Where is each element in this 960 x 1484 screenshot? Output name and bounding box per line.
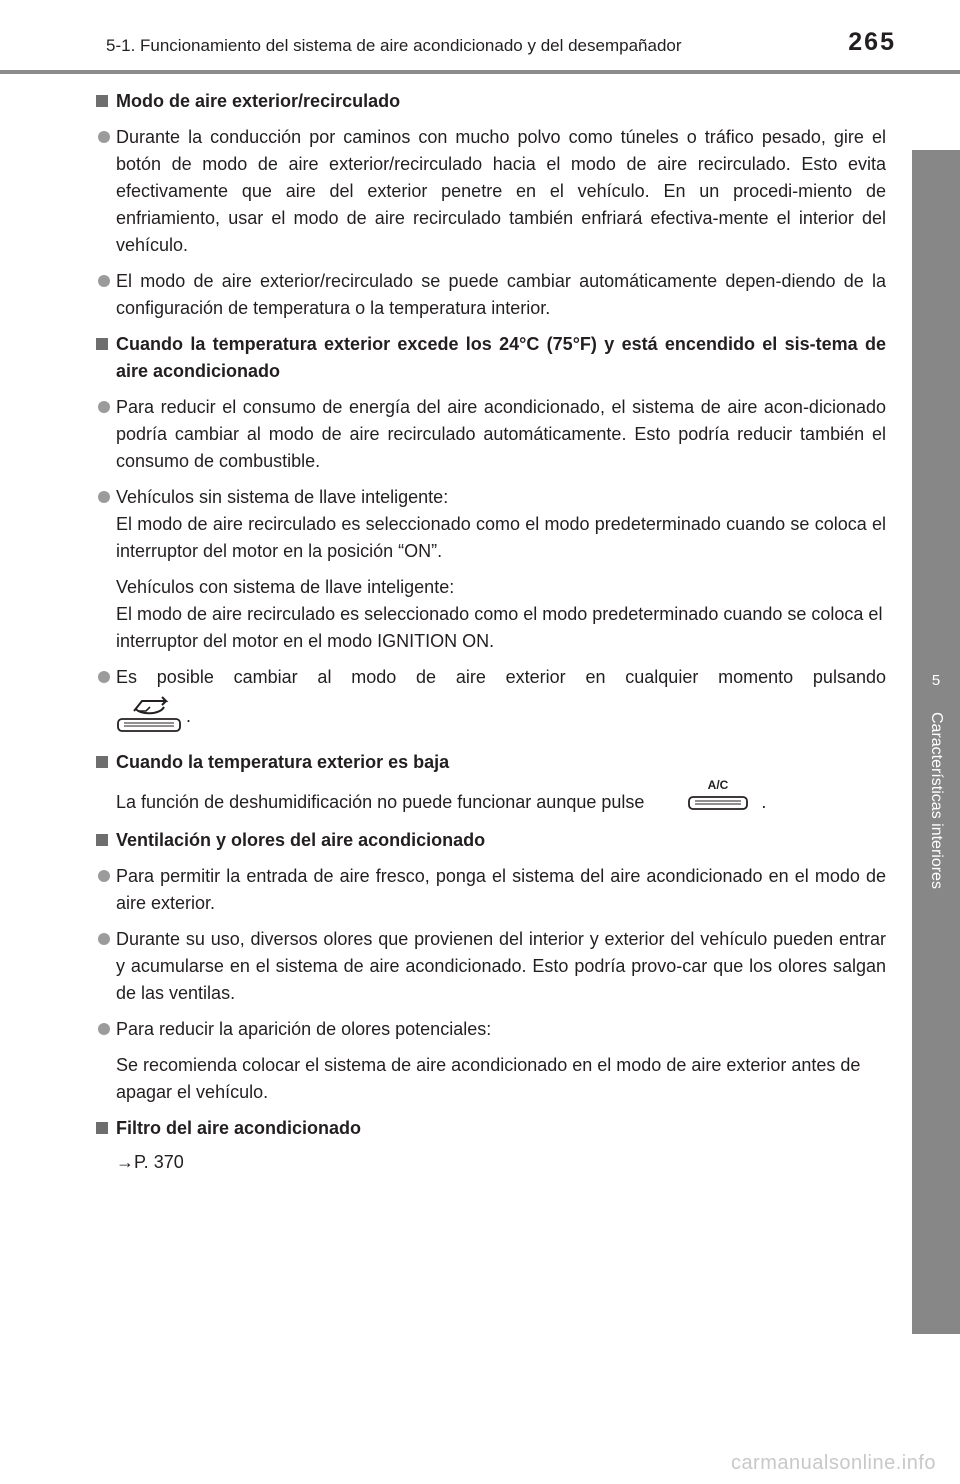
item-text: Es posible cambiar al modo de aire exter… xyxy=(116,667,886,687)
item-text: Para permitir la entrada de aire fresco,… xyxy=(116,866,886,913)
chapter-title: 5-1. Funcionamiento del sistema de aire … xyxy=(106,36,682,55)
section-title: Filtro del aire acondicionado xyxy=(116,1118,362,1138)
section-title: Modo de aire exterior/recirculado xyxy=(116,91,401,111)
item-text: Durante la conducción por caminos con mu… xyxy=(116,127,886,255)
list-item: El modo de aire exterior/recirculado se … xyxy=(96,268,886,322)
page-reference[interactable]: →P. 370 xyxy=(96,1149,886,1176)
page-content: Modo de aire exterior/recirculado Durant… xyxy=(96,88,886,1185)
recirculate-button-line: . xyxy=(96,691,886,743)
square-bullet-icon xyxy=(96,834,108,846)
recirculate-air-button-icon xyxy=(117,696,181,732)
square-bullet-icon xyxy=(96,1122,108,1134)
item-text: Para reducir la aparición de olores pote… xyxy=(116,1019,492,1039)
paragraph-text: Vehículos con sistema de llave inteligen… xyxy=(116,577,455,597)
paragraph: Vehículos con sistema de llave inteligen… xyxy=(96,574,886,655)
ac-button-icon: A/C xyxy=(688,778,749,810)
item-text: Durante su uso, diversos olores que prov… xyxy=(116,929,886,1003)
section-heading-ventilation-odors: Ventilación y olores del aire acondicion… xyxy=(96,827,886,854)
chapter-label-container: Características interiores xyxy=(912,712,960,1132)
square-bullet-icon xyxy=(96,95,108,107)
circle-bullet-icon xyxy=(98,671,110,683)
section-heading-ac-filter: Filtro del aire acondicionado xyxy=(96,1115,886,1142)
circle-bullet-icon xyxy=(98,131,110,143)
square-bullet-icon xyxy=(96,338,108,350)
paragraph: La función de deshumidificación no puede… xyxy=(96,778,886,823)
item-text: Vehículos sin sistema de llave inteligen… xyxy=(116,487,449,507)
item-text: El modo de aire exterior/recirculado se … xyxy=(116,271,886,318)
square-bullet-icon xyxy=(96,756,108,768)
list-item: Durante su uso, diversos olores que prov… xyxy=(96,926,886,1007)
circle-bullet-icon xyxy=(98,1023,110,1035)
section-title: Cuando la temperatura exterior es baja xyxy=(116,752,450,772)
circle-bullet-icon xyxy=(98,401,110,413)
page-header: 5-1. Funcionamiento del sistema de aire … xyxy=(0,0,960,76)
section-heading-high-temperature: Cuando la temperatura exterior excede lo… xyxy=(96,331,886,385)
circle-bullet-icon xyxy=(98,933,110,945)
paragraph: Se recomienda colocar el sistema de aire… xyxy=(96,1052,886,1106)
watermark: carmanualsonline.info xyxy=(730,1452,936,1474)
section-title: Ventilación y olores del aire acondicion… xyxy=(116,830,486,850)
page-number: 265 xyxy=(848,28,896,56)
chapter-side-tab: 5 Características interiores xyxy=(912,150,960,1334)
section-title: Cuando la temperatura exterior excede lo… xyxy=(116,334,886,381)
ac-button-label: A/C xyxy=(708,778,729,792)
list-item: Para reducir el consumo de energía del a… xyxy=(96,394,886,475)
paragraph-text: El modo de aire recirculado es seleccion… xyxy=(116,604,883,651)
section-heading-recirculation-mode: Modo de aire exterior/recirculado xyxy=(96,88,886,115)
circle-bullet-icon xyxy=(98,275,110,287)
chapter-number: 5 xyxy=(931,672,941,689)
header-divider xyxy=(0,70,960,74)
circle-bullet-icon xyxy=(98,870,110,882)
section-heading-low-temperature: Cuando la temperatura exterior es baja xyxy=(96,749,886,776)
item-text: Para reducir el consumo de energía del a… xyxy=(116,397,886,471)
list-item: Durante la conducción por caminos con mu… xyxy=(96,124,886,259)
list-item: Para permitir la entrada de aire fresco,… xyxy=(96,863,886,917)
item-text: El modo de aire recirculado es seleccion… xyxy=(116,514,886,561)
list-item: Para reducir la aparición de olores pote… xyxy=(96,1016,886,1043)
paragraph-text: Se recomienda colocar el sistema de aire… xyxy=(116,1055,861,1102)
sentence-end: . xyxy=(761,791,767,812)
page-reference-link[interactable]: →P. 370 xyxy=(116,1152,184,1172)
circle-bullet-icon xyxy=(98,491,110,503)
sentence-end: . xyxy=(186,706,192,726)
paragraph-text: La función de deshumidificación no puede… xyxy=(116,791,645,812)
list-item: Es posible cambiar al modo de aire exter… xyxy=(96,664,886,691)
list-item: Vehículos sin sistema de llave inteligen… xyxy=(96,484,886,565)
chapter-label: Características interiores xyxy=(928,712,945,889)
